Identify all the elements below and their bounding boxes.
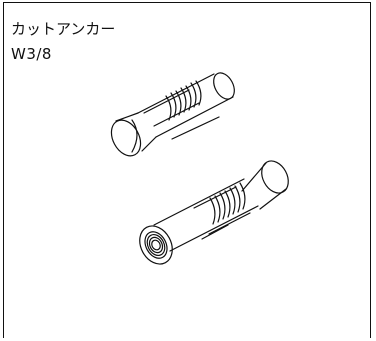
product-card: カットアンカー W3/8	[3, 2, 371, 338]
anchor-illustrations	[110, 72, 289, 265]
cut-anchor-assembled-icon	[110, 72, 235, 157]
product-model: W3/8	[11, 45, 52, 63]
product-name: カットアンカー	[11, 20, 116, 38]
cut-anchor-sleeve-icon	[139, 160, 289, 265]
